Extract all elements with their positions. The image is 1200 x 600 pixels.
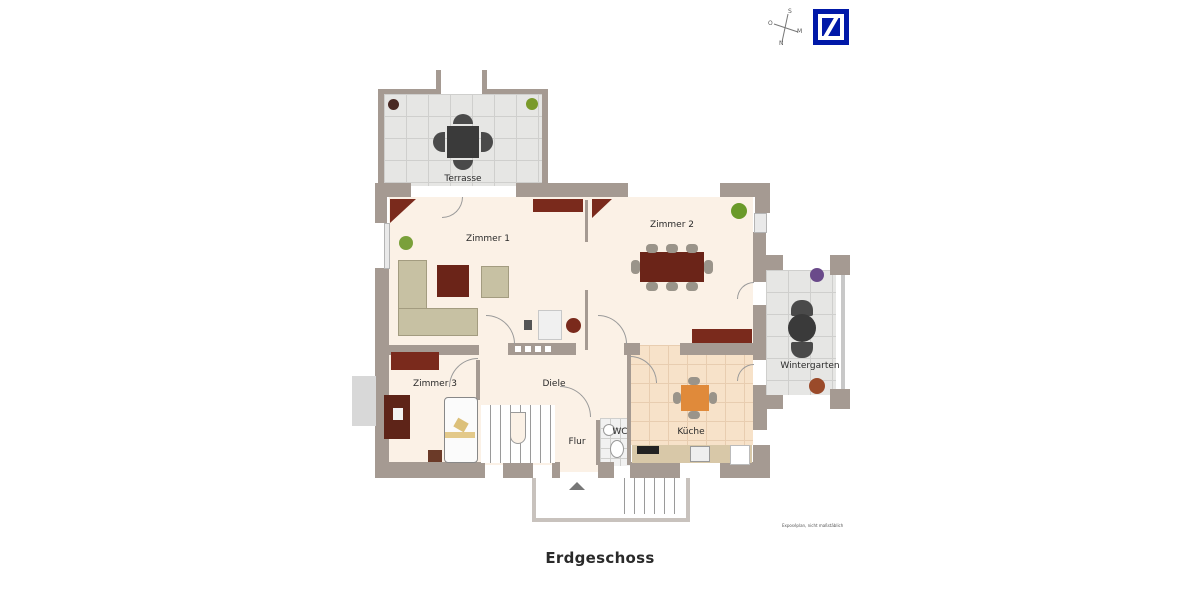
plant-icon [731,203,747,219]
room-label-wc: WC [612,427,628,437]
bed-blanket [445,432,475,438]
kitchen-table [681,385,709,411]
sideboard [692,329,752,343]
flur-floor [558,410,598,472]
deutsche-bank-logo [813,9,849,45]
entrance-steps [615,478,677,514]
compass-o: O [768,20,773,27]
toilet [610,440,624,458]
terrace-table [433,114,493,170]
fridge [730,445,750,465]
compass-m: M [797,28,803,35]
plant-icon [810,268,824,282]
desk-papers [393,408,403,420]
wardrobe [391,352,439,370]
compass-n: N [779,40,784,47]
footnote: Exposéplan, nicht maßstäblich [782,523,844,528]
small-cabinet [524,320,532,330]
plant-icon [526,98,538,110]
plant-icon [388,99,399,110]
room-label-zimmer2: Zimmer 2 [649,220,695,230]
room-label-zimmer1: Zimmer 1 [465,234,511,244]
kitchen-sink [637,446,659,454]
coffee-table [437,265,469,297]
entrance-area [532,478,690,522]
plant-icon [399,236,413,250]
dining-table [640,252,704,282]
stove [690,446,710,462]
compass-s: S [788,8,792,15]
room-label-kueche: Küche [677,427,705,437]
entrance-arrow-icon [569,482,585,490]
room-label-zimmer3: Zimmer 3 [412,379,458,389]
room-label-flur: Flur [568,437,586,447]
wc-sink [603,424,615,436]
compass-rose-icon [773,13,799,43]
room-label-wintergarten: Wintergarten [780,361,840,371]
sideboard [533,199,583,212]
round-table [788,314,816,342]
round-table [566,318,581,333]
room-label-terrasse: Terrasse [444,174,482,184]
floor-title: Erdgeschoss [545,549,655,567]
radiator [538,310,562,340]
plant-icon [809,378,825,394]
room-label-diele: Diele [542,379,566,389]
nightstand [428,450,442,462]
armchair [481,266,509,298]
corner-sofa [398,308,478,336]
compass: S O M N [766,8,806,48]
